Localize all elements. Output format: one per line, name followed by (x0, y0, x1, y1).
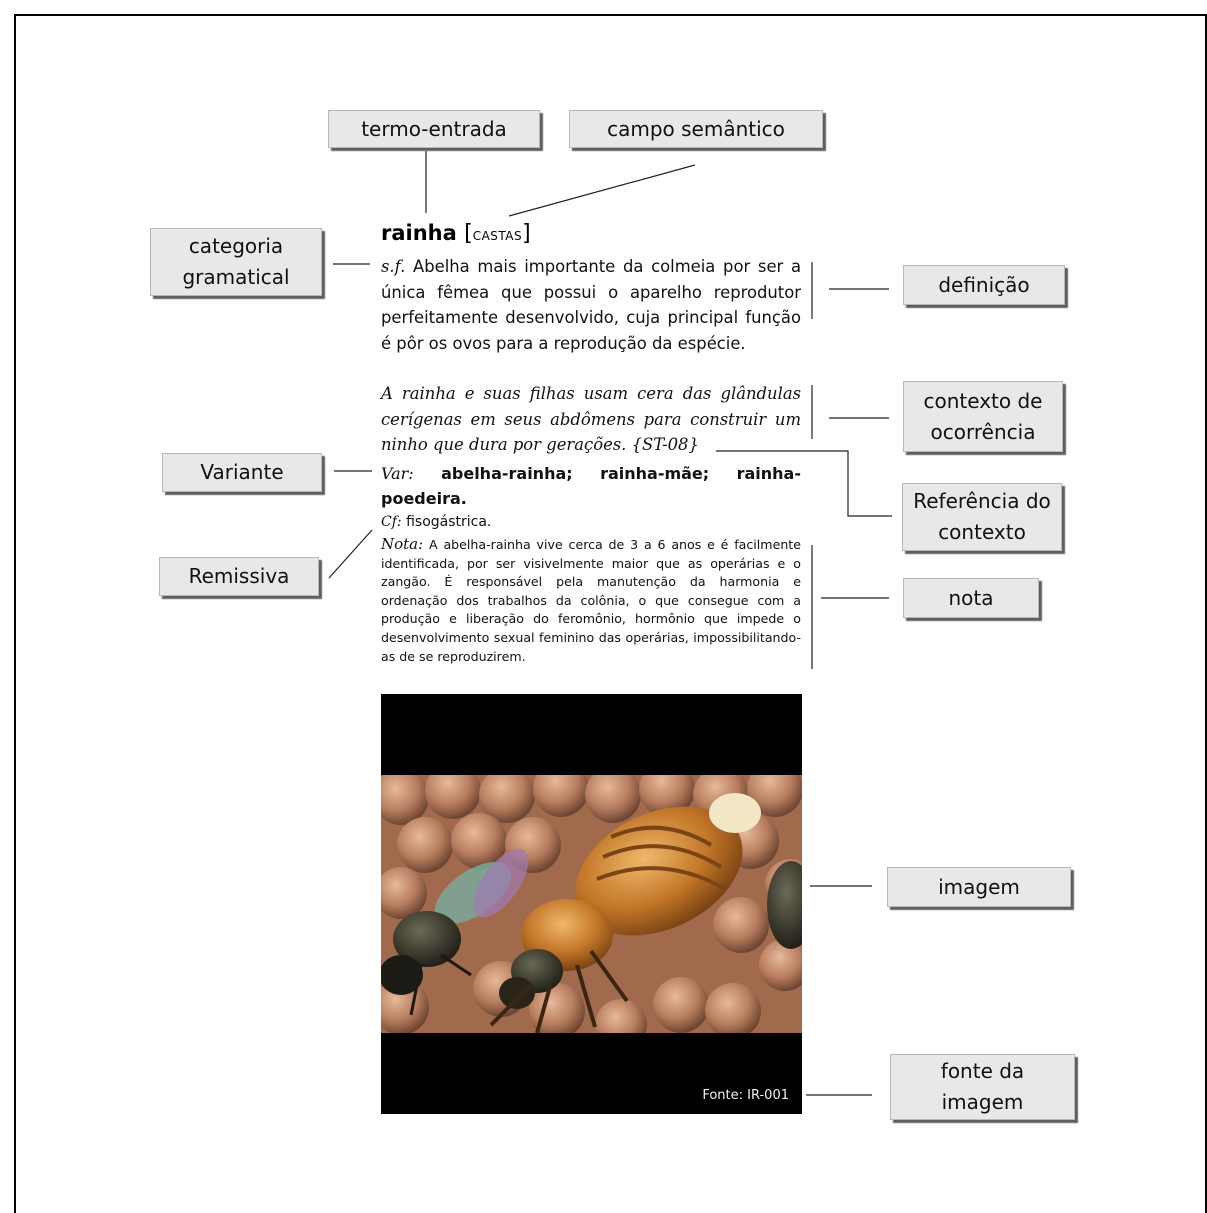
entry-image: Fonte: IR-001 (381, 694, 802, 1114)
label-referencia-contexto: Referência do contexto (902, 483, 1062, 551)
label-categoria-gramatical: categoria gramatical (150, 228, 322, 296)
label-remissiva-text: Remissiva (188, 564, 290, 588)
label-imagem: imagem (887, 867, 1071, 907)
label-nota-text: nota (948, 585, 994, 610)
label-contexto-ocorrencia: contexto de ocorrência (903, 381, 1063, 452)
label-campo-semantico-text: campo semântico (607, 116, 785, 141)
semantic-field-value: CASTAS (472, 229, 523, 243)
label-definicao-text: definição (938, 272, 1030, 297)
line-campo-semantico (508, 164, 696, 217)
image-credit: Fonte: IR-001 (702, 1088, 789, 1103)
context-reference: {ST-08} (631, 435, 699, 455)
note-label: Nota: (381, 535, 424, 553)
entry-headline: rainha [CASTAS] (381, 221, 531, 246)
label-definicao: definição (903, 265, 1065, 305)
label-referencia-contexto-text: Referência do contexto (913, 489, 1051, 544)
label-variante-text: Variante (200, 460, 284, 484)
worker-bee-left (381, 848, 529, 1016)
label-imagem-text: imagem (938, 874, 1020, 899)
headword: rainha (381, 221, 457, 245)
label-termo-entrada: termo-entrada (328, 110, 540, 148)
context-text: A rainha e suas filhas usam cera das glâ… (381, 384, 801, 455)
semantic-field: [CASTAS] (464, 221, 531, 246)
definition-text: Abelha mais importante da colmeia por se… (381, 257, 801, 353)
label-fonte-imagem: fonte da imagem (890, 1054, 1075, 1120)
line-referencia (716, 450, 892, 517)
worker-bee-right (767, 861, 802, 949)
definition: s.f. Abelha mais importante da colmeia p… (381, 254, 801, 356)
label-remissiva: Remissiva (159, 557, 319, 596)
bee-photo (381, 775, 802, 1033)
occurrence-context: A rainha e suas filhas usam cera das glâ… (381, 381, 801, 458)
variant-label: Var: (381, 464, 414, 483)
grammatical-category: s.f. (381, 257, 406, 276)
label-nota: nota (903, 578, 1039, 618)
line-remissiva (328, 529, 373, 579)
label-campo-semantico: campo semântico (569, 110, 823, 148)
queen-bee (489, 793, 761, 1033)
label-fonte-imagem-text: fonte da imagem (940, 1059, 1025, 1114)
label-termo-entrada-text: termo-entrada (361, 116, 507, 141)
variant-list: abelha-rainha; rainha-mãe; rainha-poedei… (381, 464, 801, 508)
note: Nota: A abelha-rainha vive cerca de 3 a … (381, 535, 801, 666)
cf-value: fisogástrica. (406, 514, 492, 530)
variants: Var: abelha-rainha; rainha-mãe; rainha-p… (381, 461, 801, 511)
label-categoria-gramatical-text: categoria gramatical (182, 234, 290, 289)
label-contexto-ocorrencia-text: contexto de ocorrência (923, 388, 1043, 444)
cross-reference: Cf: fisogástrica. (381, 511, 801, 533)
label-variante: Variante (162, 453, 322, 492)
cf-label: Cf: (381, 514, 402, 530)
page-frame (14, 14, 1207, 1213)
note-text: A abelha-rainha vive cerca de 3 a 6 anos… (381, 537, 801, 664)
